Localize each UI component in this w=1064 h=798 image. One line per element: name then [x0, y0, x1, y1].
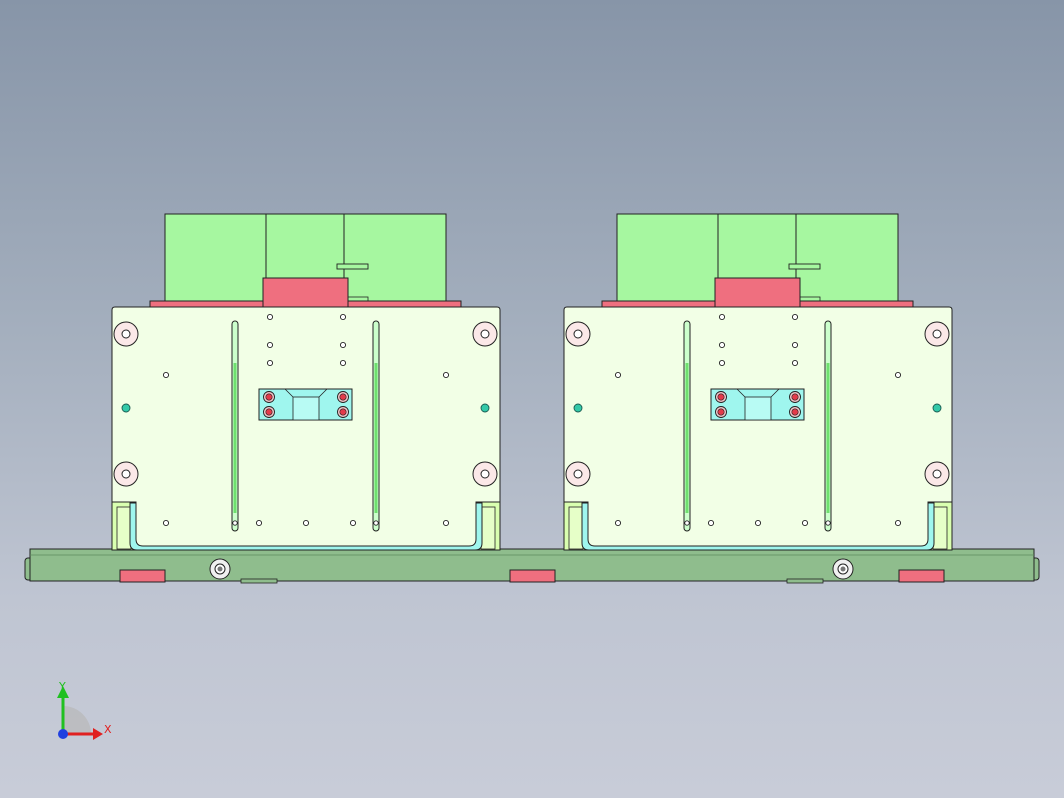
right-assembly[interactable]	[564, 214, 952, 550]
left-assembly[interactable]	[112, 214, 500, 550]
axis-x-label: X	[104, 723, 112, 736]
base-bolt-right	[832, 558, 854, 580]
axis-triad: Y X	[57, 680, 112, 740]
axis-y-label: Y	[58, 680, 66, 693]
base-rail[interactable]	[24, 548, 1040, 584]
base-bolt-left	[209, 558, 231, 580]
